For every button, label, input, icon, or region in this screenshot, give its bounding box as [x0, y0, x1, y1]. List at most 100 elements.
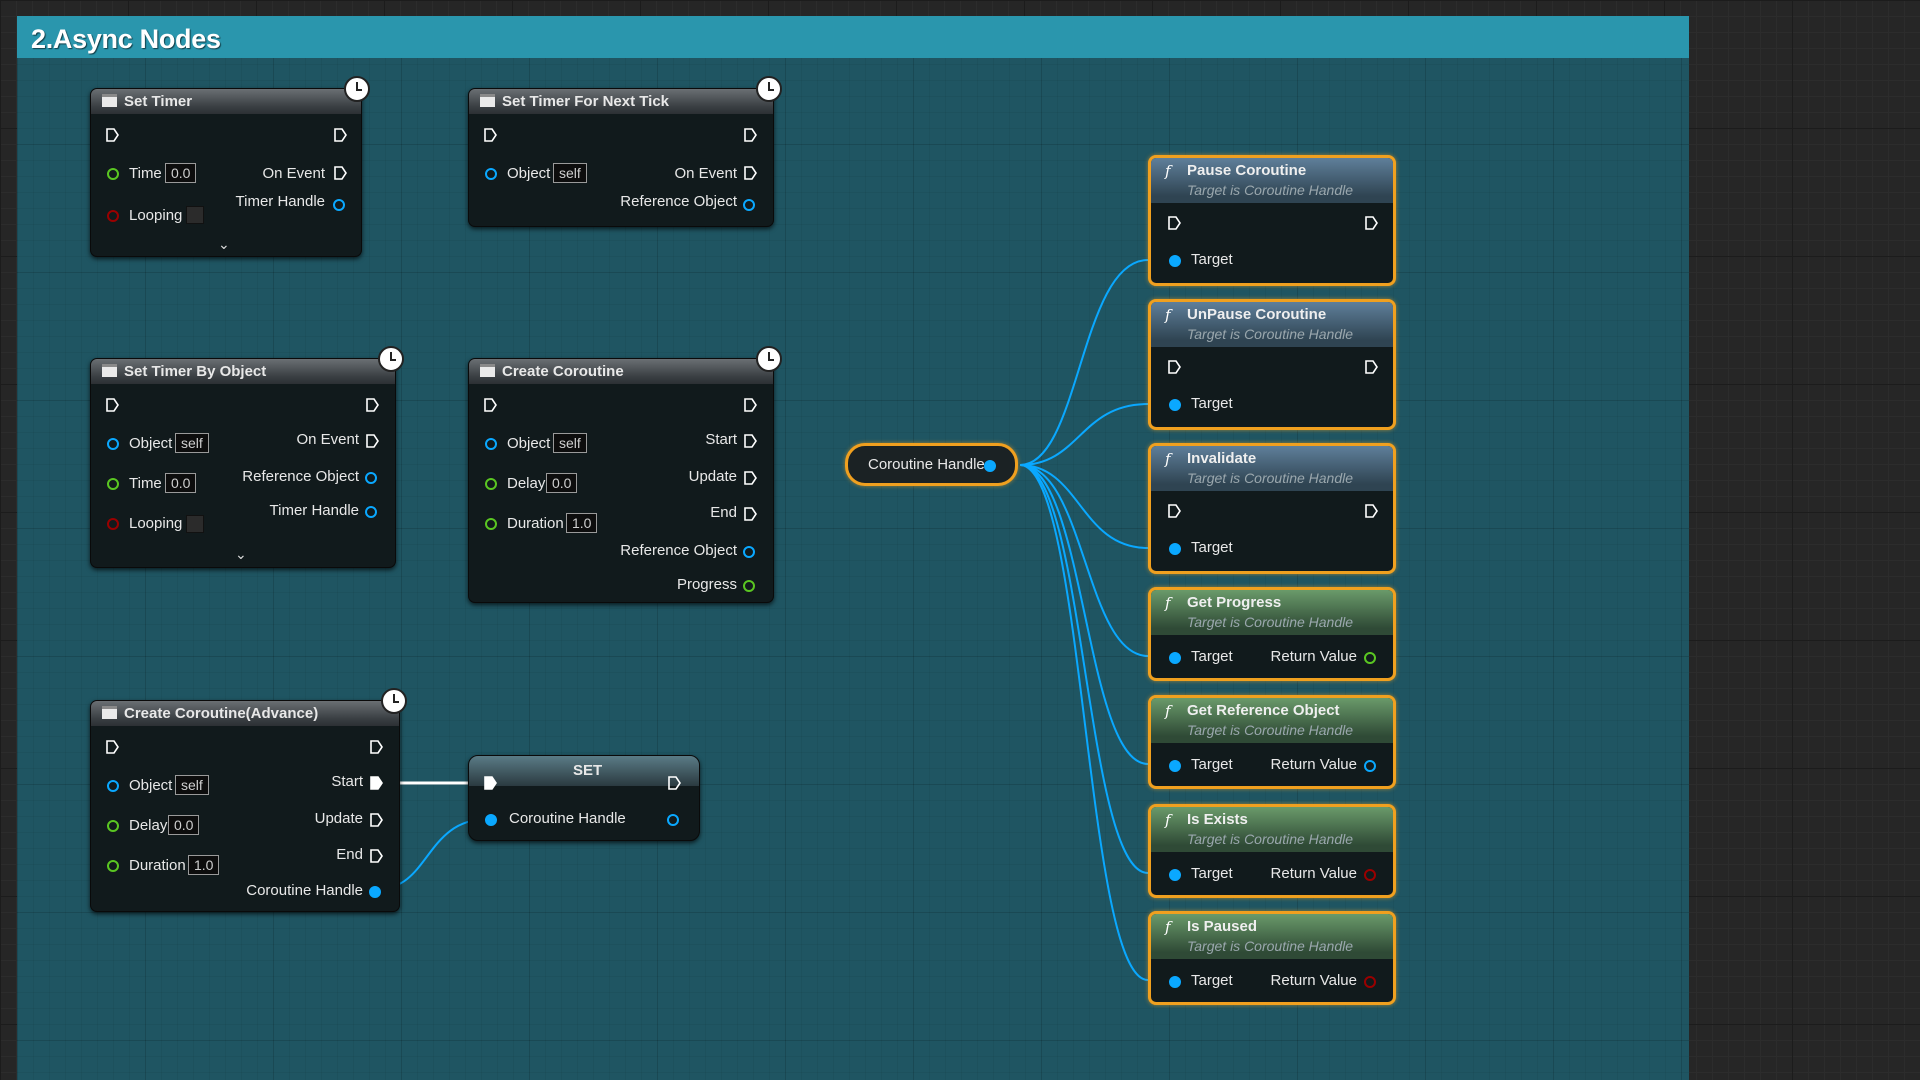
reference-object-pin[interactable]: [365, 472, 377, 484]
reference-object-pin[interactable]: [743, 546, 755, 558]
wire-to-get-reference: [1019, 464, 1149, 765]
target-label: Target: [1191, 756, 1233, 773]
node-create-coroutine-advance[interactable]: Create Coroutine(Advance) Object self St…: [90, 688, 407, 912]
looping-checkbox[interactable]: [186, 515, 204, 533]
object-pin[interactable]: [485, 168, 497, 180]
delay-pin[interactable]: [485, 478, 497, 490]
looping-checkbox[interactable]: [186, 206, 204, 224]
exec-out-pin[interactable]: [1364, 359, 1378, 375]
time-input[interactable]: 0.0: [165, 163, 197, 183]
delay-pin[interactable]: [107, 820, 119, 832]
target-pin[interactable]: [1169, 543, 1181, 555]
delay-input[interactable]: 0.0: [168, 815, 200, 835]
target-label: Target: [1191, 648, 1233, 665]
expand-chevron-icon[interactable]: ⌄: [235, 546, 247, 562]
target-pin[interactable]: [1169, 255, 1181, 267]
function-title: Get Progress: [1187, 594, 1282, 611]
start-label: Start: [705, 431, 737, 448]
exec-out-pin[interactable]: [1364, 503, 1378, 519]
duration-input[interactable]: 1.0: [188, 855, 220, 875]
on-event-pin[interactable]: [365, 433, 379, 449]
return-value-pin[interactable]: [1364, 760, 1376, 772]
exec-in-pin[interactable]: [483, 127, 497, 143]
node-set[interactable]: SET Coroutine Handle: [468, 755, 700, 841]
exec-in-pin[interactable]: [105, 127, 119, 143]
variable-out-pin[interactable]: [984, 460, 996, 472]
object-input[interactable]: self: [175, 433, 209, 453]
target-pin[interactable]: [1169, 652, 1181, 664]
timer-handle-pin[interactable]: [365, 506, 377, 518]
time-pin[interactable]: [107, 478, 119, 490]
exec-out-pin[interactable]: [667, 775, 681, 791]
exec-in-pin[interactable]: [105, 739, 119, 755]
delay-input[interactable]: 0.0: [546, 473, 578, 493]
end-pin[interactable]: [743, 506, 757, 522]
end-pin[interactable]: [369, 848, 383, 864]
timer-handle-pin[interactable]: [333, 199, 345, 211]
target-label: Target: [1191, 865, 1233, 882]
looping-pin[interactable]: [107, 518, 119, 530]
start-pin[interactable]: [369, 775, 383, 791]
return-value-pin[interactable]: [1364, 976, 1376, 988]
coroutine-handle-out-pin[interactable]: [667, 814, 679, 826]
function-title: Invalidate: [1187, 450, 1257, 467]
node-create-coroutine[interactable]: Create Coroutine Object self Start Delay…: [468, 346, 782, 603]
node-set-timer-for-next-tick[interactable]: Set Timer For Next Tick Object self On E…: [468, 76, 782, 227]
exec-out-pin[interactable]: [743, 397, 757, 413]
node-set-timer-by-object[interactable]: Set Timer By Object Object self On Event…: [90, 346, 404, 568]
exec-out-pin[interactable]: [365, 397, 379, 413]
reference-object-pin[interactable]: [743, 199, 755, 211]
target-pin[interactable]: [1169, 399, 1181, 411]
object-input[interactable]: self: [553, 163, 587, 183]
object-input[interactable]: self: [175, 775, 209, 795]
time-input[interactable]: 0.0: [165, 473, 197, 493]
object-pin[interactable]: [107, 438, 119, 450]
duration-input[interactable]: 1.0: [566, 513, 598, 533]
exec-out-pin[interactable]: [333, 127, 347, 143]
update-pin[interactable]: [369, 812, 383, 828]
exec-out-pin[interactable]: [1364, 215, 1378, 231]
duration-pin[interactable]: [485, 518, 497, 530]
time-pin[interactable]: [107, 168, 119, 180]
node-title: Set Timer For Next Tick: [502, 93, 670, 110]
exec-in-pin[interactable]: [1167, 503, 1181, 519]
update-pin[interactable]: [743, 470, 757, 486]
node-title: Create Coroutine: [502, 363, 624, 380]
exec-in-pin[interactable]: [1167, 359, 1181, 375]
target-pin[interactable]: [1169, 976, 1181, 988]
node-set-timer[interactable]: Set Timer Time 0.0 On Event Timer Handle…: [90, 76, 370, 257]
comment-header[interactable]: 2.Async Nodes: [17, 16, 1689, 58]
exec-out-pin[interactable]: [369, 739, 383, 755]
exec-in-pin[interactable]: [105, 397, 119, 413]
coroutine-handle-in-pin[interactable]: [485, 814, 497, 826]
exec-out-pin[interactable]: [743, 127, 757, 143]
object-pin[interactable]: [485, 438, 497, 450]
start-label: Start: [331, 773, 363, 790]
coroutine-handle-pin[interactable]: [369, 886, 381, 898]
exec-in-pin[interactable]: [483, 775, 497, 791]
object-pin[interactable]: [107, 780, 119, 792]
target-pin[interactable]: [1169, 760, 1181, 772]
return-value-pin[interactable]: [1364, 652, 1376, 664]
return-value-pin[interactable]: [1364, 869, 1376, 881]
on-event-pin[interactable]: [743, 165, 757, 181]
looping-pin[interactable]: [107, 210, 119, 222]
exec-in-pin[interactable]: [483, 397, 497, 413]
on-event-pin[interactable]: [333, 165, 347, 181]
exec-in-pin[interactable]: [1167, 215, 1181, 231]
target-pin[interactable]: [1169, 869, 1181, 881]
expand-chevron-icon[interactable]: ⌄: [218, 236, 230, 252]
object-input[interactable]: self: [553, 433, 587, 453]
start-pin[interactable]: [743, 433, 757, 449]
duration-pin[interactable]: [107, 860, 119, 872]
progress-pin[interactable]: [743, 580, 755, 592]
variable-coroutine-handle[interactable]: Coroutine Handle: [845, 443, 1018, 486]
on-event-label: On Event: [296, 431, 359, 448]
